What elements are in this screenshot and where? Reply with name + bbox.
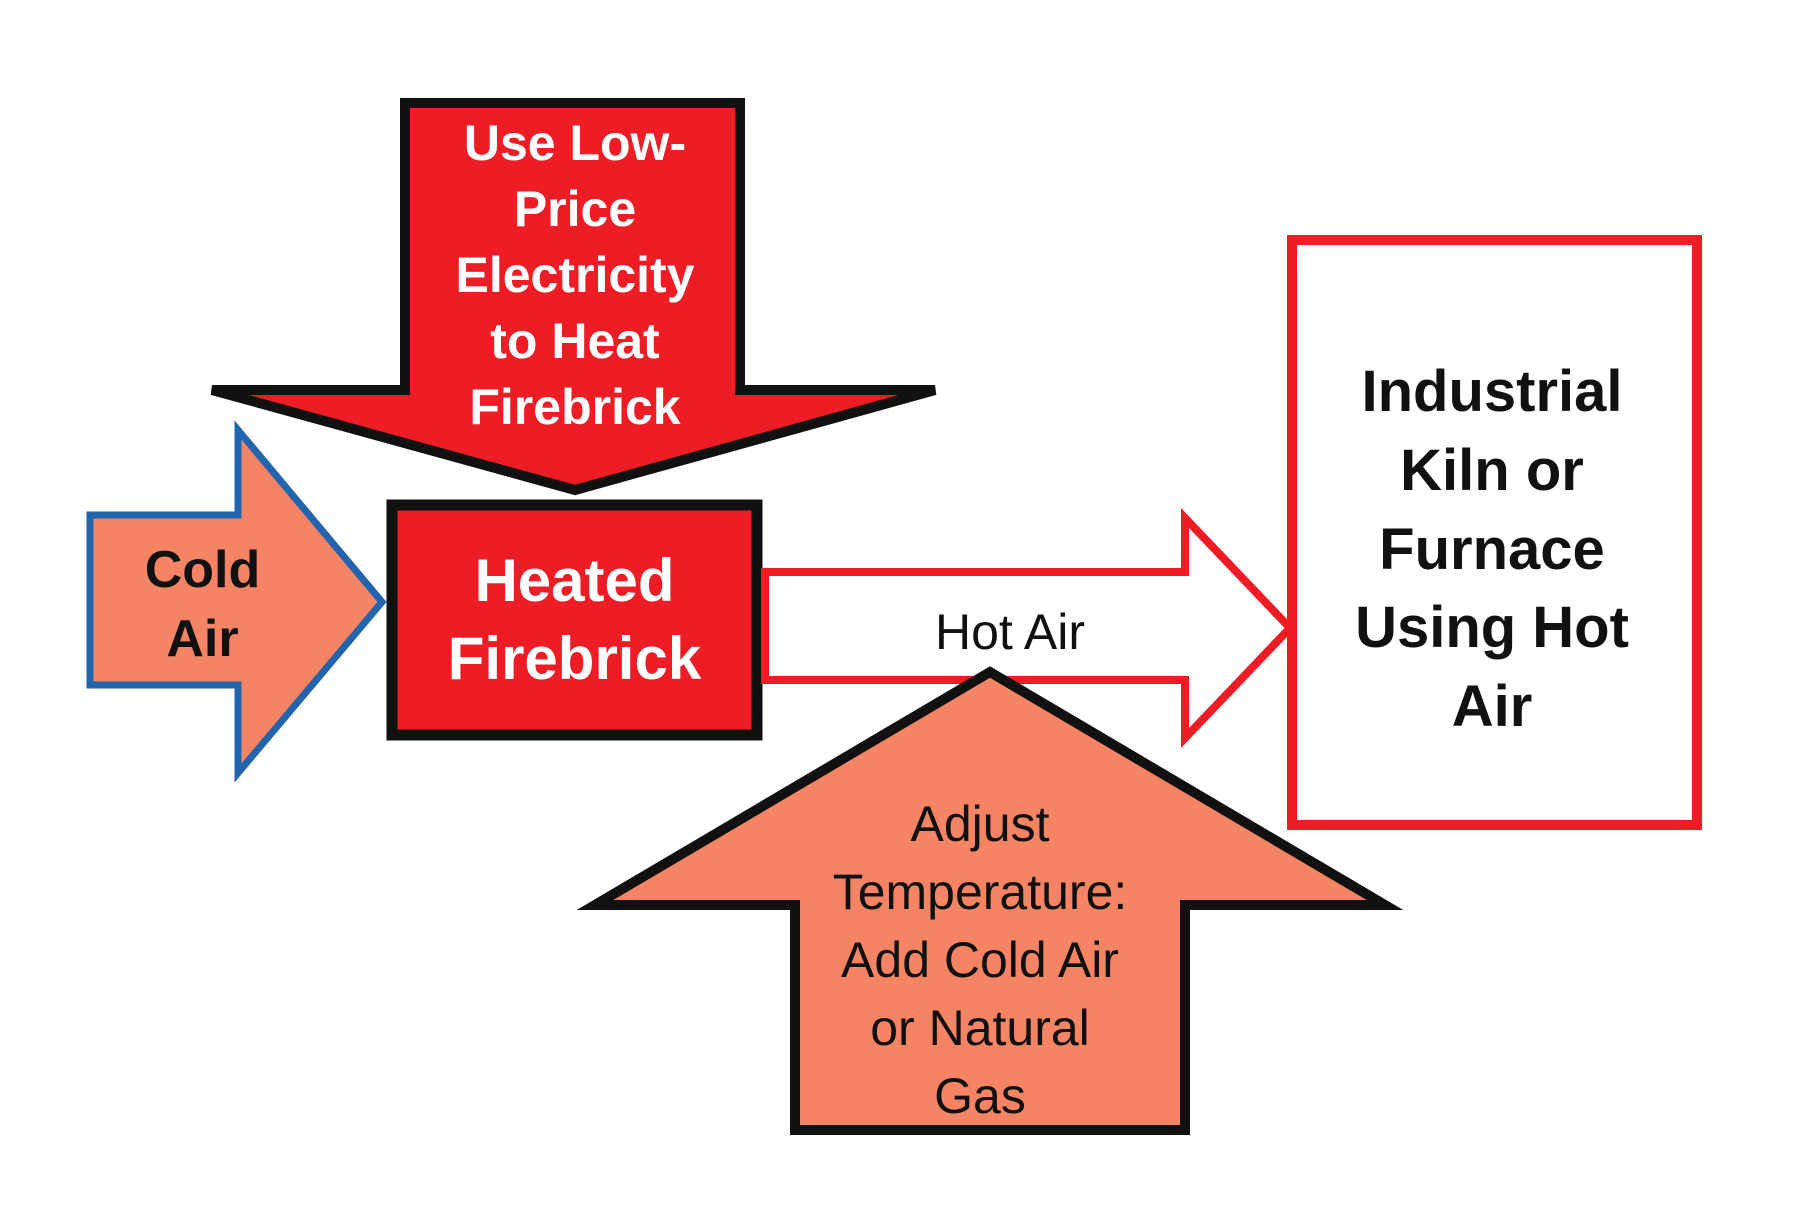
kiln-label-line: Kiln or <box>1400 437 1584 503</box>
hot-air-label: Hot Air <box>860 592 1160 672</box>
cold-air-label-line: Cold <box>144 541 261 600</box>
heated-firebrick-label: Heated Firebrick <box>392 535 757 705</box>
kiln-label-line: Furnace <box>1379 516 1605 582</box>
electricity-arrow-label: Use Low- Price Electricity to Heat Fireb… <box>405 105 745 445</box>
adjust-label-line: Temperature: <box>832 864 1128 920</box>
electricity-label-line: Firebrick <box>469 379 681 435</box>
adjust-temperature-label: Adjust Temperature: Add Cold Air or Natu… <box>780 790 1180 1130</box>
cold-air-label: Cold Air <box>95 535 310 675</box>
electricity-label-line: Price <box>513 181 637 237</box>
kiln-label-line: Air <box>1451 674 1533 740</box>
adjust-label-line: Adjust <box>910 796 1050 852</box>
electricity-label-line: to Heat <box>490 313 660 369</box>
heated-firebrick-label-line: Heated <box>474 547 675 614</box>
hot-air-right-arrow <box>761 508 1296 748</box>
electricity-down-arrow <box>210 98 937 496</box>
electricity-label-line: Electricity <box>455 247 695 303</box>
adjust-temperature-up-arrow <box>576 666 1404 1135</box>
cold-air-label-line: Air <box>166 610 239 668</box>
heated-firebrick-box <box>386 499 763 741</box>
heated-firebrick-label-line: Firebrick <box>447 625 702 692</box>
adjust-label-line: or Natural <box>870 1000 1090 1056</box>
adjust-label-line: Add Cold Air <box>841 932 1119 988</box>
industrial-kiln-box <box>1287 235 1702 830</box>
adjust-label-line: Gas <box>934 1068 1026 1124</box>
cold-air-right-arrow <box>86 420 387 783</box>
kiln-label-line: Industrial <box>1361 358 1623 424</box>
industrial-kiln-label: Industrial Kiln or Furnace Using Hot Air <box>1292 330 1692 770</box>
hot-air-label-text: Hot Air <box>934 603 1086 660</box>
kiln-label-line: Using Hot <box>1355 595 1629 661</box>
electricity-label-line: Use Low- <box>463 115 687 171</box>
